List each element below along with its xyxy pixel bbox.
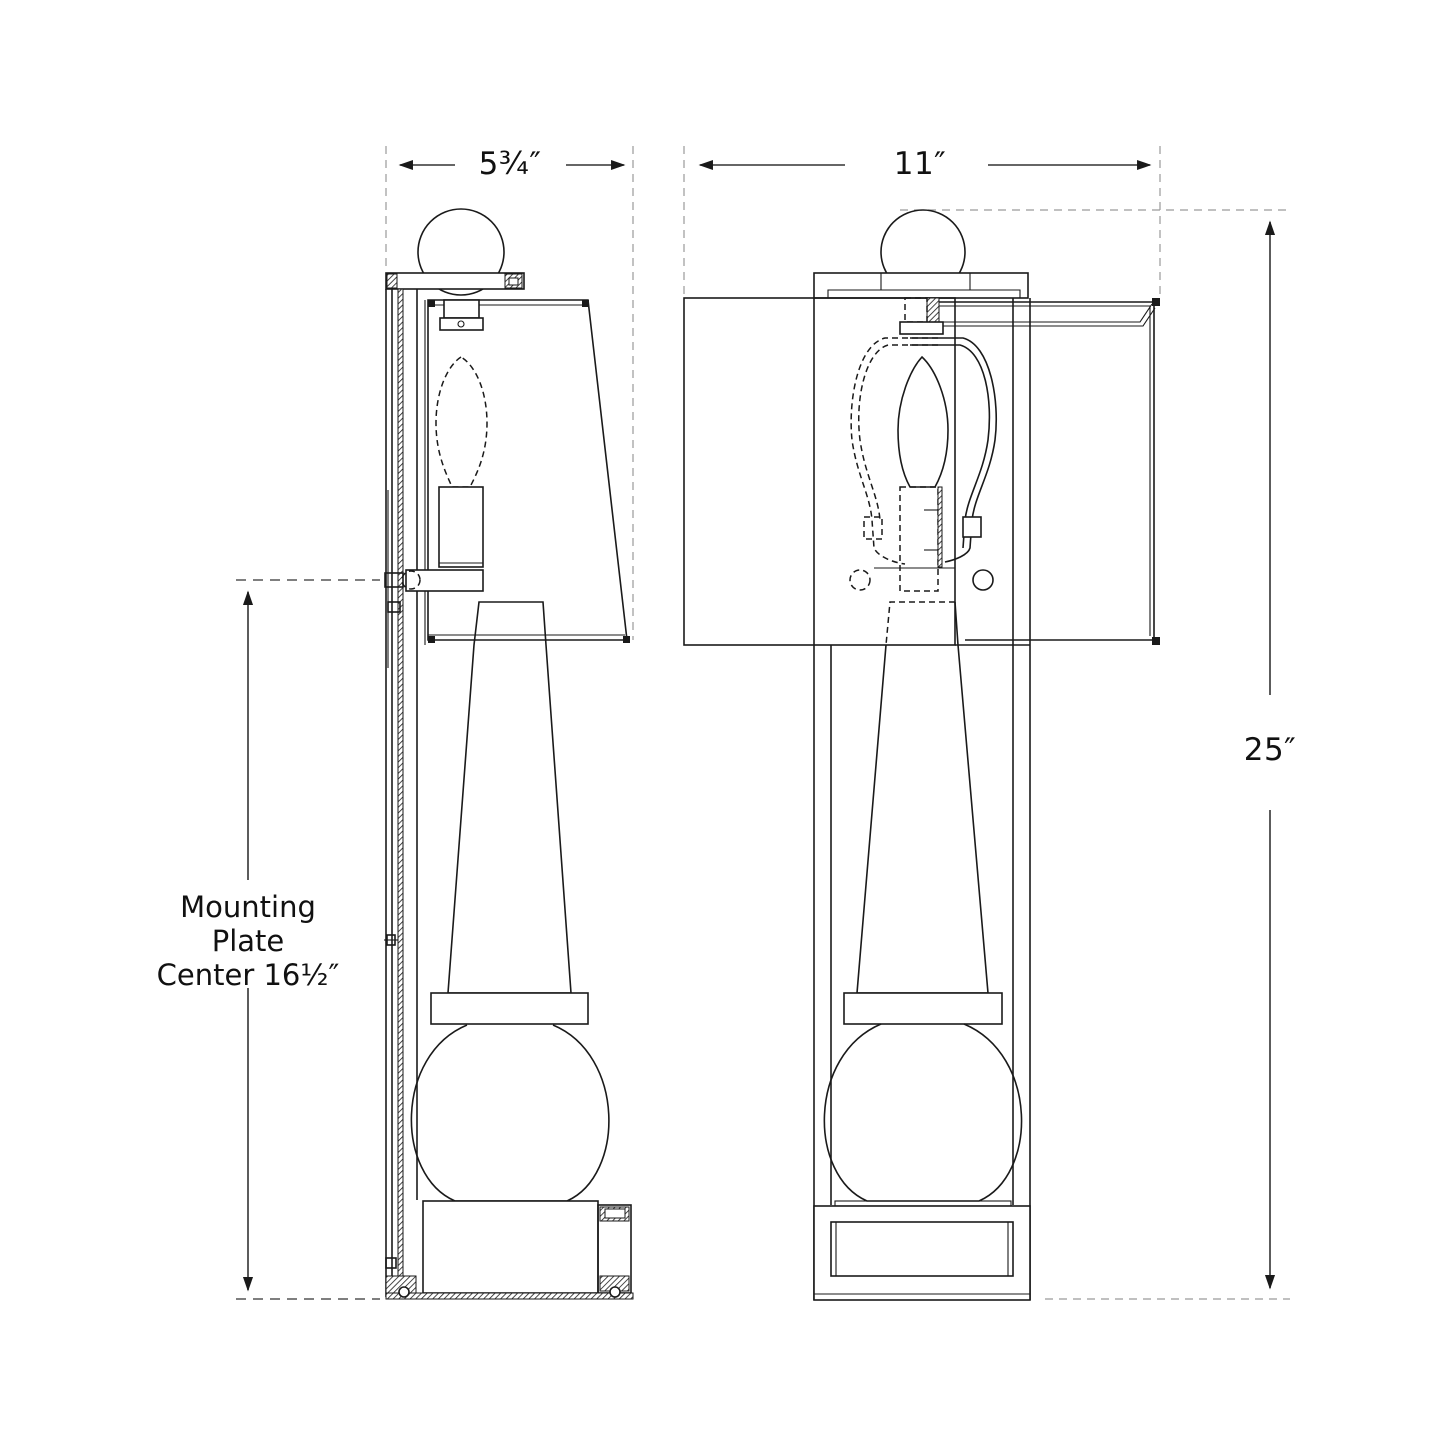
side-candle-bulb: [435, 356, 488, 488]
mounting-plate-line-1: Mounting: [180, 890, 316, 924]
front-harp-solid: [910, 337, 998, 563]
front-base-panel: [830, 1221, 1014, 1277]
front-top-cap: [813, 272, 1029, 299]
side-view: [236, 146, 634, 1300]
front-socket: [899, 486, 939, 592]
mounting-plate-line-2: Plate: [211, 924, 285, 958]
front-hole-left: [849, 569, 871, 591]
side-cone-body: [447, 601, 572, 994]
front-lamp-shade: [683, 297, 956, 646]
mounting-plate-line-3: Center 16½″: [156, 958, 340, 992]
side-arm: [405, 569, 484, 592]
front-view: [683, 146, 1290, 1301]
mounting-plate-label: Mounting Plate Center 16½″: [128, 890, 368, 992]
side-finial-ball: [417, 208, 505, 296]
front-cone-body: [856, 601, 989, 994]
side-backplate-hatch: [397, 288, 404, 1295]
front-hole-right: [972, 569, 994, 591]
side-socket: [438, 486, 484, 568]
side-base-block: [422, 1200, 599, 1294]
front-harp-dashed: [850, 337, 938, 565]
front-shade-frame: [937, 301, 1155, 641]
side-top-cap: [385, 272, 525, 290]
front-sphere: [823, 1023, 1023, 1202]
side-sphere: [410, 1024, 610, 1202]
front-candle-bulb: [897, 355, 949, 488]
side-bottom-plate: [385, 1292, 634, 1300]
side-collar: [430, 992, 589, 1025]
front-width-label: 11″: [870, 146, 970, 182]
side-width-label: 5¾″: [462, 146, 558, 182]
front-base: [813, 1205, 1031, 1301]
overall-height-label: 25″: [1222, 732, 1318, 768]
front-collar: [843, 992, 1003, 1025]
